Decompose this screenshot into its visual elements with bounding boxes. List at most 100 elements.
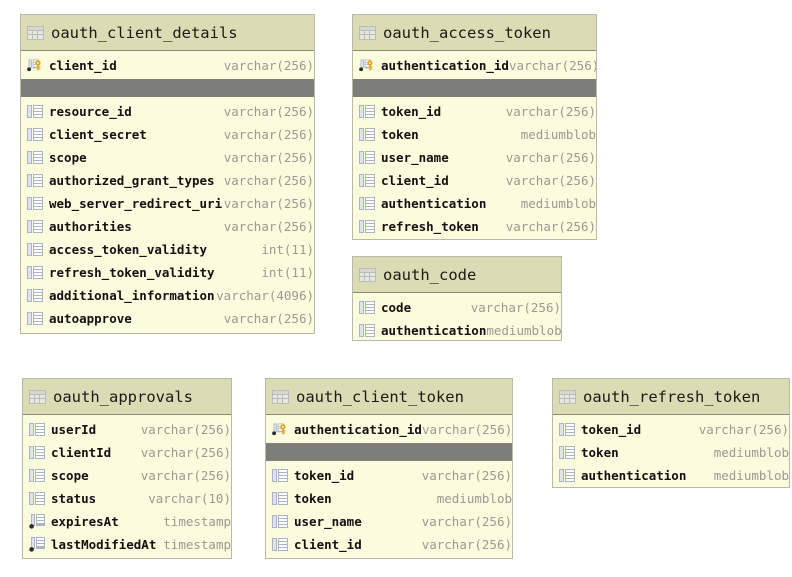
entity-header-oauth_approvals[interactable]: oauth_approvals xyxy=(23,379,231,415)
column-icon xyxy=(359,219,375,234)
column-row[interactable]: resource_id varchar(256) xyxy=(21,100,314,123)
column-row[interactable]: client_id varchar(256) xyxy=(353,169,596,192)
column-type: varchar(256) xyxy=(223,58,314,73)
column-type: mediumblob xyxy=(436,491,512,506)
column-name: authentication xyxy=(381,196,487,211)
column-name: client_id xyxy=(381,173,449,188)
column-icon xyxy=(359,323,375,338)
column-name: client_id xyxy=(294,537,362,552)
entity-header-oauth_client_details[interactable]: oauth_client_details xyxy=(21,15,314,51)
column-row[interactable]: token_id varchar(256) xyxy=(553,418,789,441)
column-icon xyxy=(359,127,375,142)
column-type: varchar(256) xyxy=(140,422,231,437)
column-type: varchar(256) xyxy=(698,422,789,437)
column-row[interactable]: token mediumblob xyxy=(266,487,512,510)
column-type: varchar(256) xyxy=(470,300,561,315)
column-icon xyxy=(359,196,375,211)
column-name: token_id xyxy=(581,422,642,437)
entity-header-oauth_refresh_token[interactable]: oauth_refresh_token xyxy=(553,379,789,415)
column-type: int(11) xyxy=(261,242,314,257)
column-icon xyxy=(359,173,375,188)
column-name: user_name xyxy=(381,150,449,165)
column-name: token xyxy=(294,491,332,506)
column-row[interactable]: token_id varchar(256) xyxy=(353,100,596,123)
column-row[interactable]: scope varchar(256) xyxy=(21,146,314,169)
column-icon xyxy=(272,468,288,483)
column-icon xyxy=(27,150,43,165)
column-type: varchar(256) xyxy=(421,422,512,437)
column-type: varchar(256) xyxy=(223,150,314,165)
column-icon xyxy=(272,537,288,552)
primary-key-icon xyxy=(27,58,43,73)
primary-key-icon xyxy=(272,422,288,437)
column-name: autoapprove xyxy=(49,311,132,326)
column-row[interactable]: refresh_token_validity int(11) xyxy=(21,261,314,284)
column-name: scope xyxy=(49,150,87,165)
column-name: token_id xyxy=(381,104,442,119)
column-name: authentication xyxy=(581,468,687,483)
entity-header-oauth_code[interactable]: oauth_code xyxy=(353,257,561,293)
column-type: varchar(256) xyxy=(505,104,596,119)
key-section-separator xyxy=(21,79,314,97)
column-name: refresh_token_validity xyxy=(49,265,215,280)
primary-key-icon xyxy=(359,58,375,73)
column-icon xyxy=(27,104,43,119)
column-name: authentication_id xyxy=(294,422,422,437)
column-type: varchar(256) xyxy=(140,468,231,483)
column-type: varchar(256) xyxy=(505,219,596,234)
column-type: varchar(256) xyxy=(505,173,596,188)
column-name: authentication_id xyxy=(381,58,509,73)
column-type: mediumblob xyxy=(486,323,561,338)
key-section-separator xyxy=(266,443,512,461)
column-type: int(11) xyxy=(261,265,314,280)
entity-header-oauth_client_token[interactable]: oauth_client_token xyxy=(266,379,512,415)
column-type: varchar(256) xyxy=(223,104,314,119)
entity-title: oauth_client_token xyxy=(296,387,464,406)
column-icon xyxy=(27,288,43,303)
column-name: resource_id xyxy=(49,104,132,119)
column-name: authentication xyxy=(381,323,487,338)
column-icon xyxy=(29,422,45,437)
column-icon xyxy=(29,445,45,460)
table-icon xyxy=(559,389,576,404)
column-name: additional_information xyxy=(49,288,215,303)
column-icon xyxy=(359,150,375,165)
entity-title: oauth_refresh_token xyxy=(583,387,761,406)
entity-header-oauth_access_token[interactable]: oauth_access_token xyxy=(353,15,596,51)
